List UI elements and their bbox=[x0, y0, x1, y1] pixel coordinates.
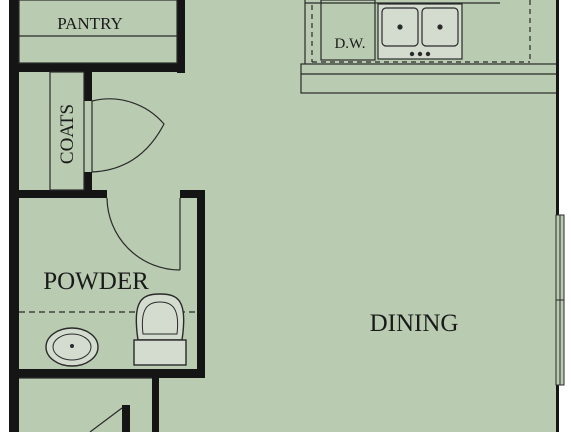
stairs-outline bbox=[19, 377, 152, 432]
toilet-icon bbox=[133, 293, 187, 366]
left-margin bbox=[0, 0, 9, 432]
pantry-outline bbox=[18, 0, 178, 64]
kitchen-sink-icon bbox=[377, 3, 463, 60]
powder-label: POWDER bbox=[43, 268, 149, 295]
dishwasher bbox=[320, 0, 376, 61]
dining-label: DINING bbox=[370, 310, 459, 337]
coats-door-swing bbox=[91, 98, 165, 173]
powder-sink-icon bbox=[45, 327, 99, 367]
doors bbox=[91, 98, 181, 271]
kitchen-counter bbox=[300, 0, 561, 94]
dishwasher-label: D.W. bbox=[334, 36, 365, 52]
coats-closet-outline bbox=[49, 71, 85, 191]
pantry-label: PANTRY bbox=[57, 14, 123, 33]
coats-label: COATS bbox=[57, 104, 78, 164]
walls bbox=[9, 0, 205, 432]
powder-door-swing bbox=[106, 197, 181, 271]
right-wall-window bbox=[555, 0, 571, 432]
